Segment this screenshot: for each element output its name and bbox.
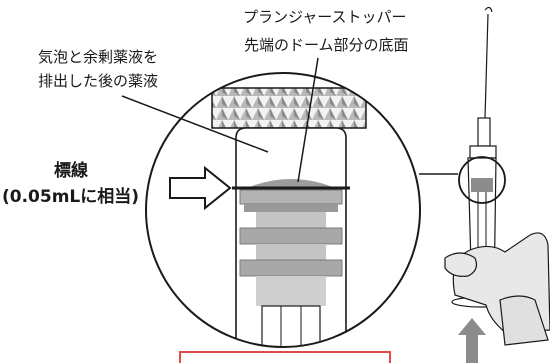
liquid-label-line1: 気泡と余剰薬液を <box>38 48 159 66</box>
push-up-arrow <box>458 318 486 363</box>
graduation-pointer-arrow <box>169 165 232 211</box>
syringe-cap <box>211 87 367 129</box>
graduation-mark-label: 標線 <box>54 161 88 181</box>
liquid-leader-line <box>121 95 269 153</box>
stopper-leader-line <box>297 57 319 183</box>
plunger-rod <box>261 305 321 347</box>
liquid-label-line2: 排出した後の薬液 <box>38 72 159 90</box>
stopper-label-line1: プランジャーストッパー <box>243 8 407 26</box>
magnify-circle <box>145 72 421 348</box>
stopper-label-line2: 先端のドーム部分の底面 <box>244 36 409 54</box>
small-magnify-circle <box>458 156 506 204</box>
graduation-volume-label: (0.05mLに相当) <box>2 187 140 207</box>
caption-box <box>179 351 391 363</box>
magnified-view <box>146 73 420 347</box>
plunger-stopper <box>239 189 343 205</box>
